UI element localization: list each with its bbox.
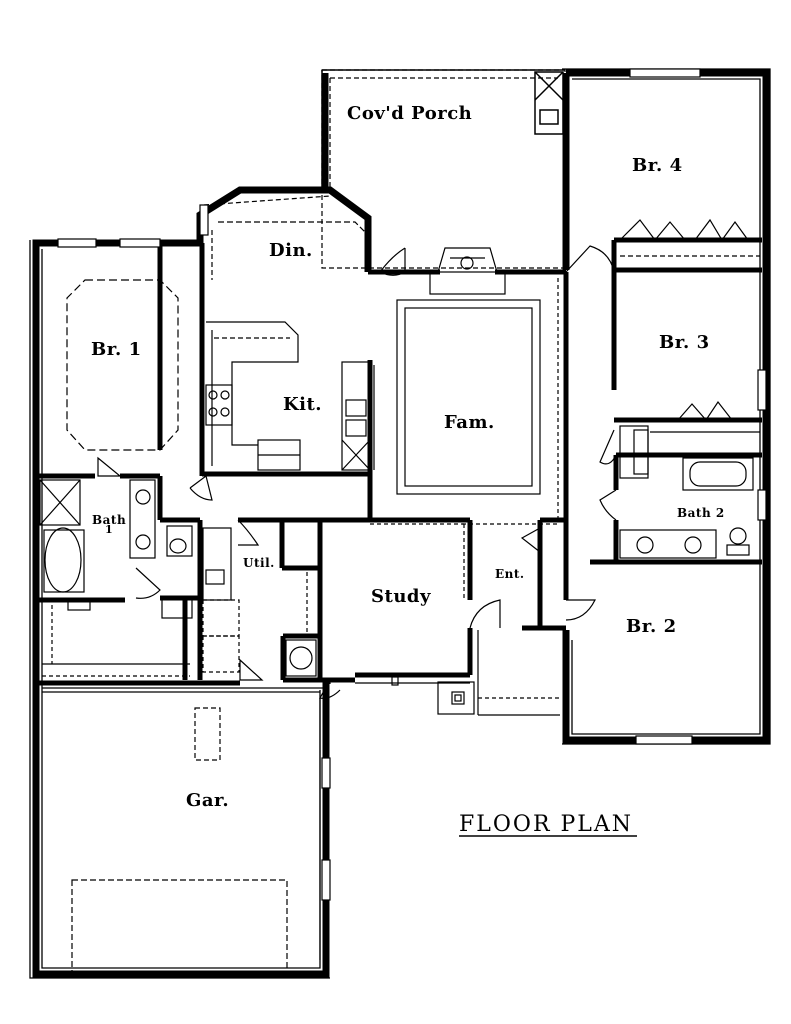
label-porch: Cov'd Porch (347, 103, 472, 124)
room-labels: Cov'd Porch Br. 4 Din. Br. 1 Br. 3 Kit. … (91, 103, 725, 811)
label-gar: Gar. (186, 790, 229, 811)
label-bath1: Bath (92, 513, 126, 527)
door-swings (97, 245, 617, 699)
label-ent: Ent. (495, 567, 525, 581)
label-br2: Br. 2 (626, 616, 677, 637)
label-din: Din. (269, 240, 313, 261)
label-br4: Br. 4 (632, 155, 683, 176)
window-marks (57, 68, 767, 901)
label-fam: Fam. (444, 412, 495, 433)
label-study: Study (371, 586, 431, 607)
label-br1: Br. 1 (91, 339, 142, 360)
interior-details (39, 195, 760, 975)
label-util: Util. (243, 556, 275, 570)
floor-plan-title: FLOOR PLAN (459, 812, 633, 837)
label-kit: Kit. (283, 394, 322, 415)
label-br3: Br. 3 (659, 332, 710, 353)
label-bath2: Bath 2 (677, 506, 725, 520)
porch-outline (321, 69, 566, 269)
porch-solid (321, 69, 565, 190)
label-bath1-number: 1 (105, 523, 113, 536)
plan-title: FLOOR PLAN (459, 812, 637, 837)
